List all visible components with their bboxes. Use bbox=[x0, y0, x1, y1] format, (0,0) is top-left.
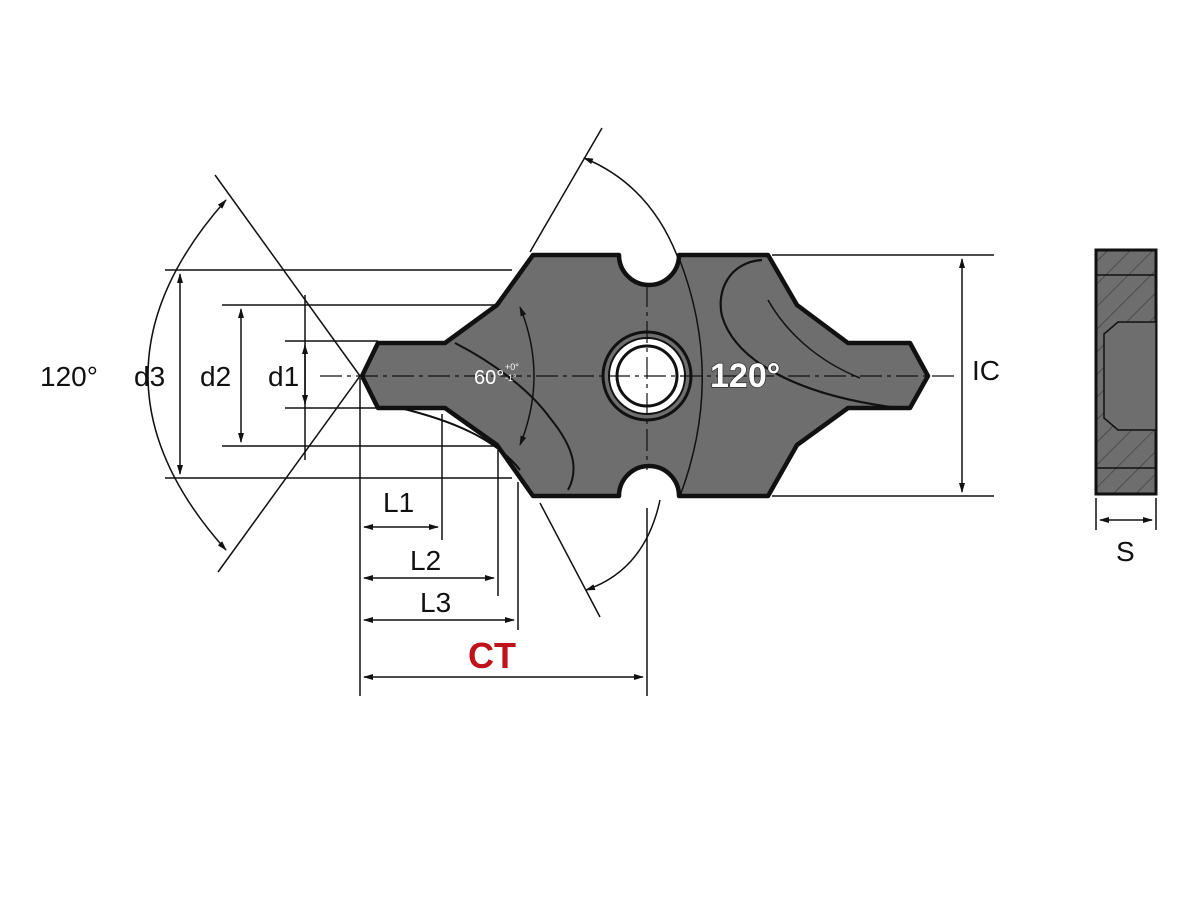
small-angle-tol-plus: +0° bbox=[505, 362, 519, 372]
small-angle-tol-minus: -1° bbox=[505, 373, 517, 383]
d1-label: d1 bbox=[268, 361, 299, 392]
s-label: S bbox=[1116, 536, 1135, 567]
left-chipbreaker-groove bbox=[454, 342, 575, 491]
ct-label: CT bbox=[468, 635, 516, 676]
side-view bbox=[1094, 248, 1158, 496]
insert-angle-arc bbox=[678, 257, 703, 497]
l2-label: L2 bbox=[410, 545, 441, 576]
left-chipbreaker-groove-inner bbox=[399, 407, 521, 471]
insert-angle-ext-lower bbox=[539, 502, 601, 618]
left-angle-arc bbox=[147, 199, 227, 551]
left-angle-label: 120° bbox=[40, 361, 98, 392]
right-chipbreaker-groove-inner bbox=[767, 299, 861, 379]
side-view-bore bbox=[1103, 321, 1157, 431]
right-chipbreaker-groove bbox=[719, 258, 899, 410]
ic-label: IC bbox=[972, 355, 1000, 386]
d3-label: d3 bbox=[134, 361, 165, 392]
insert-angle-dim-arc-lower bbox=[585, 499, 661, 591]
insert-angle-label: 120° bbox=[710, 357, 780, 395]
insert-angle-dim-arc-upper bbox=[583, 157, 679, 259]
small-angle-label: 60° bbox=[474, 367, 504, 389]
l3-label: L3 bbox=[420, 587, 451, 618]
small-angle-arc bbox=[519, 306, 535, 446]
l1-label: L1 bbox=[383, 487, 414, 518]
insert-angle-ext-upper bbox=[529, 127, 603, 253]
d2-label: d2 bbox=[200, 361, 231, 392]
left-angle-ext-upper bbox=[214, 174, 361, 377]
left-angle-ext-lower bbox=[217, 375, 361, 573]
